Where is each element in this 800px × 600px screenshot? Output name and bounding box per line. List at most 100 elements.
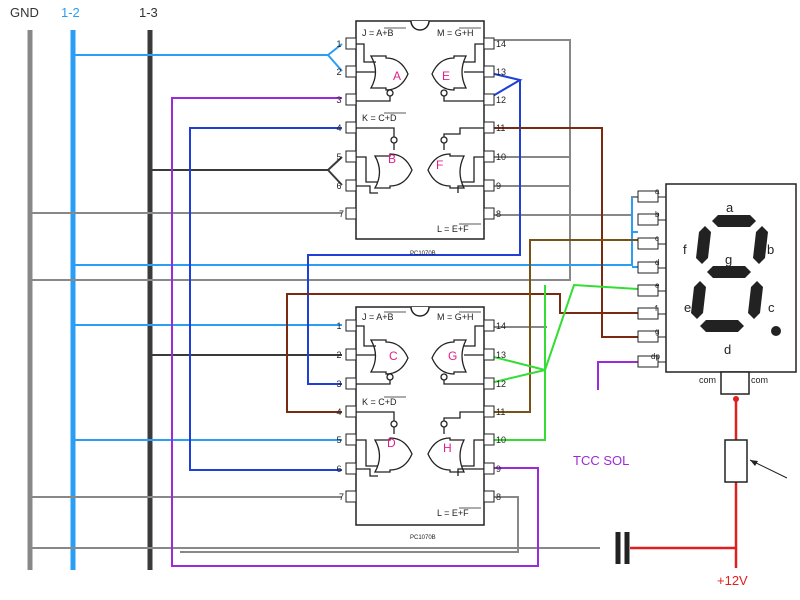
nor-gate-a	[356, 43, 409, 102]
chip-2-pin-14	[483, 319, 495, 332]
gate-label-c: C	[389, 349, 398, 363]
chip-1-eq-k: K = C+D	[362, 113, 397, 123]
chip-2-eq-l: L = E+F	[437, 508, 469, 518]
chip-2-pin-7	[345, 490, 357, 503]
purple-wires	[171, 97, 638, 567]
com-connector	[720, 371, 750, 395]
segment-c	[748, 281, 763, 319]
chip-2-pin-3	[345, 377, 357, 390]
chip-1-pin-14	[483, 37, 495, 50]
segment-label-d: d	[724, 342, 731, 357]
chip-2-pin-label-12: 12	[496, 379, 506, 389]
segment-label-b: b	[767, 242, 774, 257]
chip-1-pins-left	[345, 37, 357, 220]
svg-text:a b c d: a b c d e f g dp	[651, 187, 662, 361]
segment-label-a: a	[726, 200, 734, 215]
chip-1-pin-label-7: 7	[339, 209, 344, 219]
chip-1-body	[355, 20, 485, 240]
chip-2-pin-label-2: 2	[336, 350, 341, 360]
chip-2-pin-label-7: 7	[339, 492, 344, 502]
capacitor	[615, 532, 630, 564]
green-wires	[485, 283, 639, 441]
nor-gate-g	[431, 325, 484, 385]
display-pin-label-d: d	[655, 258, 659, 267]
chip-2-eq-k: K = C+D	[362, 397, 397, 407]
rail-1-3-label: 1-3	[139, 5, 158, 20]
segment-label-c: c	[768, 300, 775, 315]
chip-2-pin-13	[483, 348, 495, 361]
chip-2-pin-label-14: 14	[496, 321, 506, 331]
chip-1-pin-11	[483, 121, 495, 134]
chip-2-pin-label-8: 8	[496, 492, 501, 502]
gate-label-e: E	[442, 69, 450, 83]
chip-1-pin-7	[345, 207, 357, 220]
chip-1-pin-3	[345, 93, 357, 106]
svg-text:14 13 12 11: 14 13 12 11 10 9 8	[496, 321, 509, 502]
chip-2-eq-j: J = A+B	[362, 312, 394, 322]
chip-2-pin-label-4: 4	[336, 407, 341, 417]
chip-2-pin-label-6: 6	[336, 464, 341, 474]
gate-label-h: H	[443, 441, 452, 455]
chip-2-pin-label-9: 9	[496, 464, 501, 474]
segment-f	[696, 226, 711, 264]
display-pin-label-g: g	[655, 327, 659, 336]
chip-1-pin-label-11: 11	[496, 123, 505, 133]
chip-1-pin-label-14: 14	[496, 39, 506, 49]
segment-e	[691, 281, 706, 319]
chip-1-pin-label-5: 5	[336, 152, 341, 162]
chip-2-pin-6	[345, 462, 357, 475]
brown-wires	[286, 127, 638, 413]
chip-1: 1 2 3 4 5 6 7 14 13 12 11 10 9 8 J = A+B…	[336, 20, 509, 257]
svg-text:1 2 3 4: 1 2 3 4 5 6 7	[336, 321, 344, 502]
display-pin-label-e: e	[655, 281, 660, 290]
display-pin-label-dp: dp	[651, 352, 660, 361]
chip-2-pin-9	[483, 462, 495, 475]
chip-2-pin-label-1: 1	[336, 321, 341, 331]
nor-gate-b	[356, 127, 413, 194]
chip-1-pin-5	[345, 150, 357, 163]
chip-1-pin-10	[483, 150, 495, 163]
display-pin-label-a: a	[655, 187, 660, 196]
segment-g	[707, 266, 751, 278]
chip-1-pin-label-6: 6	[336, 181, 341, 191]
chip-1-eq-l: L = E+F	[437, 224, 469, 234]
bronze-wire	[486, 239, 638, 413]
chip-2-pins-right	[483, 319, 495, 503]
segment-a	[712, 215, 756, 227]
potentiometer	[724, 439, 788, 483]
chip-1-pin-label-8: 8	[496, 209, 501, 219]
chip-2-pin-10	[483, 433, 495, 446]
chip-2-eq-m: M = G+H	[437, 312, 474, 322]
gate-label-g: G	[448, 349, 457, 363]
chip-1-eq-m: M = G+H	[437, 28, 474, 38]
supply-node	[733, 396, 739, 402]
chip-2-pin-4	[345, 405, 357, 418]
nor-gate-c	[356, 325, 409, 385]
chip-2-pin-label-13: 13	[496, 350, 506, 360]
display-pin-label-f: f	[655, 304, 658, 313]
chip-2-pin-label-11: 11	[496, 407, 505, 417]
chip-2-pin-8	[483, 490, 495, 503]
svg-text:14 13 12 11: 14 13 12 11 10 9 8	[496, 39, 509, 219]
supply-wires	[630, 400, 738, 568]
chip-1-pin-6	[345, 179, 357, 192]
tcc-sol-label: TCC SOL	[573, 453, 629, 468]
chip-2-pin-2	[345, 348, 357, 361]
chip-2-pin-label-5: 5	[336, 435, 341, 445]
gate-label-a: A	[393, 69, 401, 83]
chip-2-part-number: PC1070B	[410, 535, 436, 541]
chip-2-pin-label-3: 3	[336, 379, 341, 389]
segment-b	[753, 226, 768, 264]
chip-1-eq-j: J = A+B	[362, 28, 394, 38]
chip-2-pin-label-10: 10	[496, 435, 506, 445]
segment-dp	[771, 326, 781, 336]
chip-1-pin-label-2: 2	[336, 67, 341, 77]
display-pin-label-b: b	[655, 210, 660, 219]
com-label-right: com	[751, 375, 768, 385]
rail-1-3-wires	[150, 156, 343, 356]
chip-2-pin-5	[345, 433, 357, 446]
gate-label-f: F	[436, 158, 443, 172]
chip-1-pin-4	[345, 121, 357, 134]
chip-1-pin-label-3: 3	[336, 95, 341, 105]
